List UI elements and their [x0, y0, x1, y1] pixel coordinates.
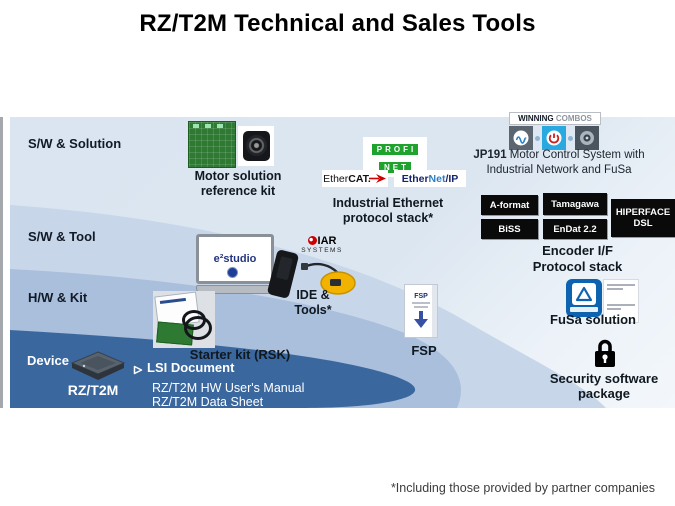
- layer-label-sw-solution: S/W & Solution: [28, 136, 122, 151]
- fsp-download-arrow-icon: [414, 311, 428, 328]
- layer-label-sw-tool: S/W & Tool: [28, 229, 96, 244]
- ethercat-arrow-icon: [368, 174, 386, 183]
- footnote: *Including those provided by partner com…: [390, 481, 655, 495]
- renesas-logo-icon: [227, 267, 238, 278]
- tuv-mark-icon: [566, 279, 602, 317]
- winning-combos-title: WINNING COMBOS: [509, 112, 601, 125]
- lock-icon: [595, 339, 615, 367]
- fusa-certification-logo: [566, 279, 639, 323]
- lsi-doc-line-2: RZ/T2M Data Sheet: [152, 395, 264, 409]
- motor-kit-pcb-image: [188, 121, 236, 168]
- layers-diagram: [10, 117, 675, 408]
- badge-biss: BiSS: [481, 219, 538, 239]
- combo-motor-icon: [575, 126, 599, 150]
- winning-combos-badge: WINNING COMBOS: [509, 112, 601, 150]
- layer-bands: [10, 205, 606, 408]
- motor-kit-motor-image: [238, 126, 274, 166]
- jp191-caption: JP191 Motor Control System with Industri…: [473, 149, 645, 176]
- ide-tools-label: IDE & Tools*: [294, 288, 332, 317]
- fsp-label: FSP: [411, 343, 437, 358]
- lsi-doc-title: LSI Document: [147, 360, 235, 375]
- iar-systems-logo: IAR SYSTEMS: [301, 235, 343, 255]
- lsi-doc-arrow-icon: [133, 365, 143, 375]
- combo-connector-dot: [535, 135, 540, 141]
- encoder-protocol-label: Encoder I/F Protocol stack: [532, 243, 623, 274]
- lsi-doc-line-1: RZ/T2M HW User's Manual: [152, 381, 305, 395]
- industrial-ethernet-label: Industrial Ethernet protocol stack*: [332, 196, 444, 225]
- slide-title: RZ/T2M Technical and Sales Tools: [139, 10, 536, 37]
- combo-motion-icon: [509, 126, 533, 150]
- device-chip-label: RZ/T2M: [67, 382, 119, 398]
- e2studio-laptop-image: e²studio: [196, 234, 274, 294]
- ijet-probe-image: [301, 262, 356, 295]
- layer-label-hw-kit: H/W & Kit: [28, 290, 88, 305]
- starter-kit-image: [153, 291, 215, 348]
- combo-connector-dot: [568, 135, 573, 141]
- security-label: Security software package: [549, 371, 659, 401]
- motor-kit-label: Motor solution reference kit: [194, 169, 282, 198]
- combo-power-icon: [542, 126, 566, 150]
- iar-dot-icon: [307, 236, 317, 245]
- starter-kit-label: Starter kit (RSK): [189, 347, 291, 362]
- layer-label-device: Device: [27, 353, 69, 368]
- badge-endat: EnDat 2.2: [543, 219, 607, 239]
- slide-edge-artifact: [0, 117, 3, 408]
- badge-a-format: A-format: [481, 195, 538, 215]
- band-device: [10, 330, 416, 408]
- fusa-cert-text-panel: [603, 279, 639, 323]
- fsp-box-image: FSP: [404, 284, 438, 338]
- fusa-label: FuSa solution: [550, 312, 636, 327]
- badge-hiperface: HIPERFACE DSL: [611, 199, 675, 237]
- device-chip-image: [70, 351, 126, 380]
- badge-tamagawa: Tamagawa: [543, 193, 607, 215]
